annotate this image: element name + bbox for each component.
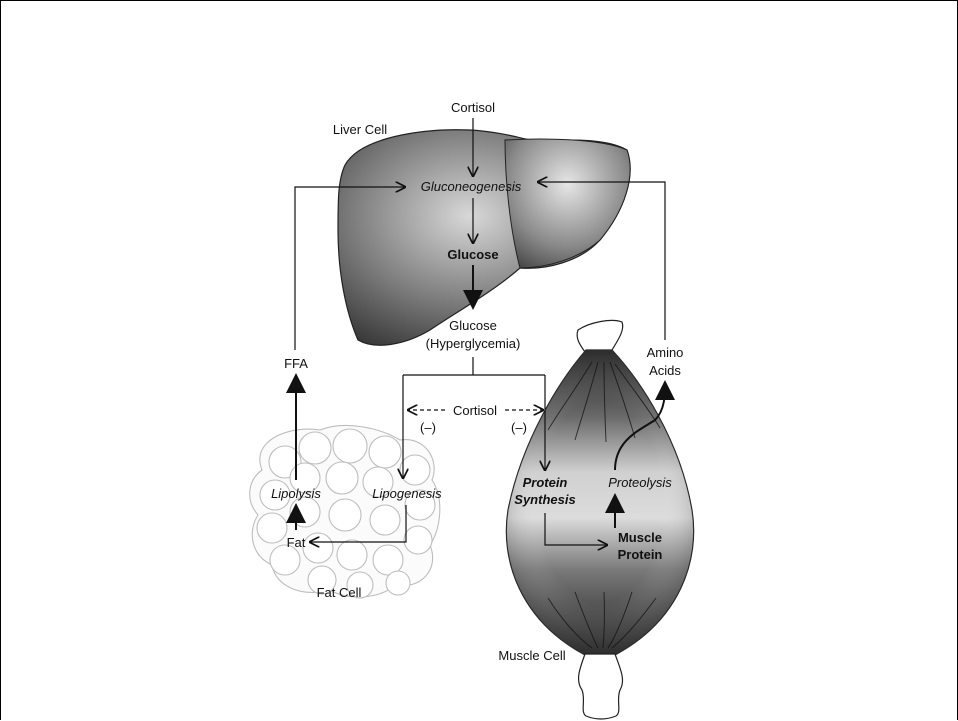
liver-illustration [338,130,630,345]
label-muscle-protein-1: Muscle [618,530,662,545]
label-amino: Amino [647,345,684,360]
label-minus-right: (–) [511,420,527,435]
label-lipogenesis: Lipogenesis [372,486,442,501]
label-gluconeogenesis: Gluconeogenesis [421,179,522,194]
label-cortisol-top: Cortisol [451,100,495,115]
label-protein-synthesis-2: Synthesis [514,492,575,507]
label-protein-synthesis-1: Protein [523,475,568,490]
label-liver-cell: Liver Cell [333,122,387,137]
fat-cell-illustration [250,425,440,598]
label-glucose-liver: Glucose [447,247,498,262]
label-ffa: FFA [284,356,308,371]
label-minus-left: (–) [420,420,436,435]
label-cortisol-mid: Cortisol [453,403,497,418]
label-hyperglycemia: (Hyperglycemia) [426,336,521,351]
label-acids: Acids [649,363,681,378]
label-lipolysis: Lipolysis [271,486,321,501]
label-fat: Fat [287,535,306,550]
label-glucose-blood: Glucose [449,318,497,333]
label-fat-cell: Fat Cell [317,585,362,600]
label-proteolysis: Proteolysis [608,475,672,490]
label-muscle-cell: Muscle Cell [498,648,565,663]
label-muscle-protein-2: Protein [618,547,663,562]
